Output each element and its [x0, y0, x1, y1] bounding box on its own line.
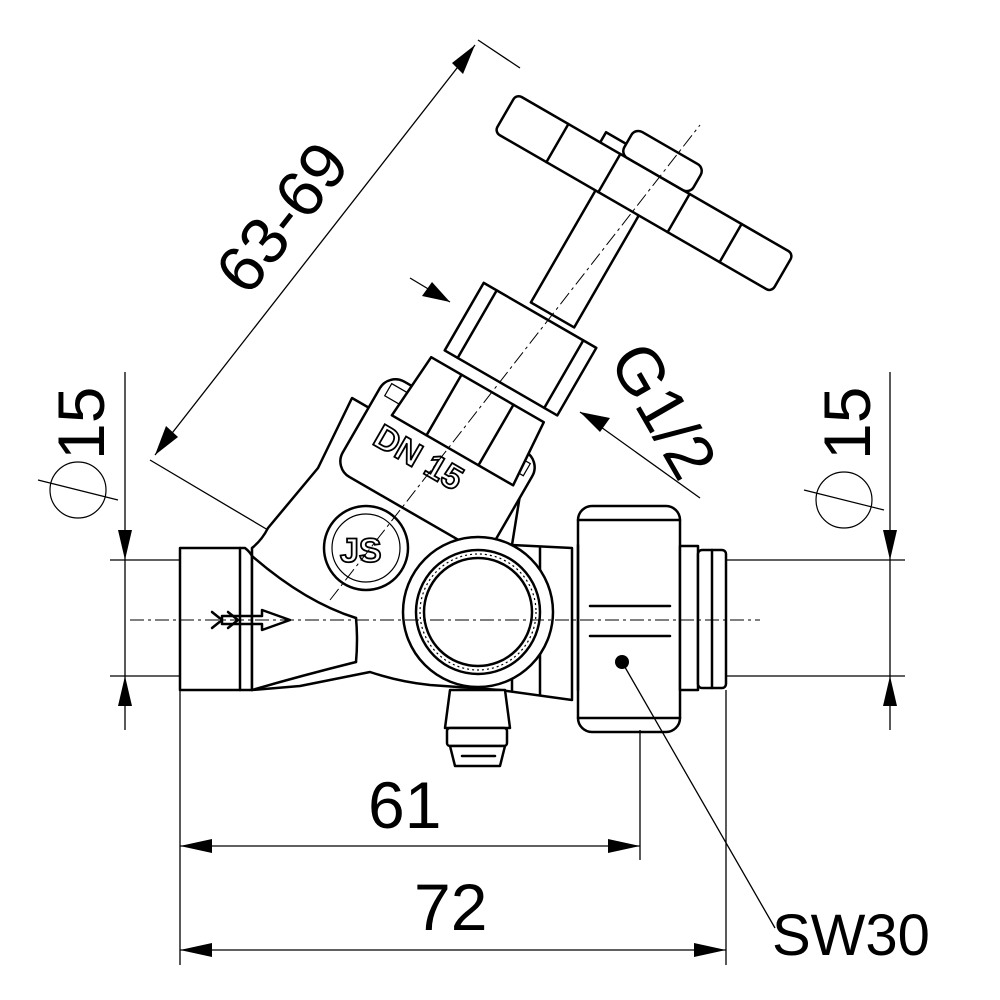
dim-right-15: 15: [810, 387, 884, 460]
dim-72: 72: [414, 870, 487, 944]
dimension-outlet-diameter: 15: [726, 372, 905, 730]
test-port: [401, 535, 555, 689]
bonnet-hex-nut: [390, 355, 546, 487]
dim-g1-2: G1/2: [596, 330, 732, 491]
drain-nipple: [443, 688, 512, 768]
bonnet: DN 15: [339, 378, 536, 551]
union-nut: [576, 504, 682, 734]
dim-61: 61: [368, 768, 441, 842]
dimension-length-61: 61: [179, 690, 641, 965]
handwheel: [495, 94, 793, 292]
diameter-symbol: [37, 461, 119, 519]
dim-63-69: 63-69: [201, 128, 363, 307]
manufacturer-logo: JS: [322, 504, 410, 592]
gland-nut: [443, 281, 598, 417]
logo-letters: JS: [340, 532, 382, 570]
diameter-symbol: [803, 471, 885, 529]
dim-left-15: 15: [44, 387, 118, 460]
dim-sw30: SW30: [772, 903, 930, 968]
dimension-length-72: 72: [180, 690, 727, 965]
flow-arrow-icon: [210, 608, 292, 632]
stem-centerline: [329, 124, 701, 601]
outlet-pipe: [678, 544, 728, 692]
dimension-inlet-diameter: 15: [37, 372, 180, 730]
leader-wrench-size: SW30: [621, 661, 930, 968]
